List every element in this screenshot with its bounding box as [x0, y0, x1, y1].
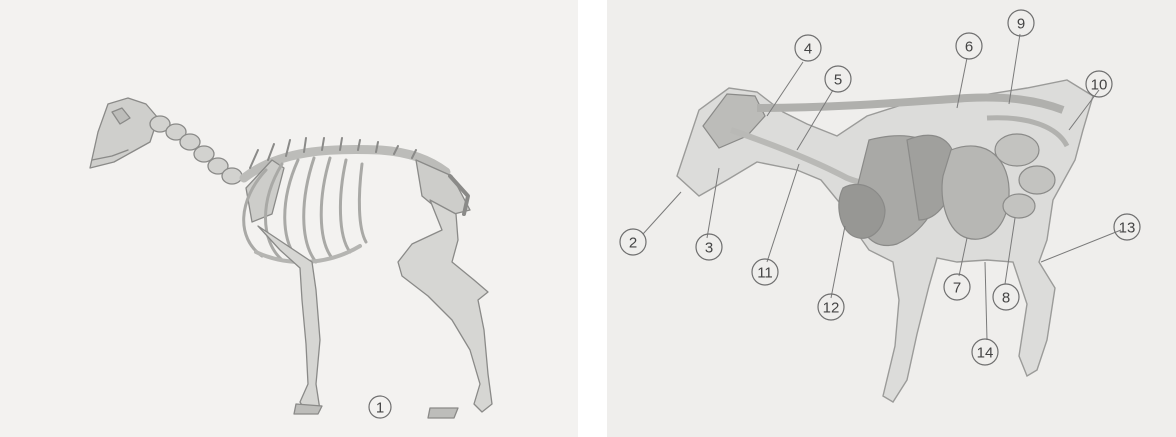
callout-label: 9 — [1017, 16, 1025, 33]
callout-label: 12 — [823, 300, 840, 317]
callout-9: 9 — [1008, 10, 1034, 36]
skeleton-panel: 1 — [0, 0, 578, 437]
callout-3: 3 — [696, 234, 722, 260]
callout-11: 11 — [752, 259, 778, 285]
callout-label: 2 — [629, 235, 637, 252]
skull — [90, 98, 158, 168]
callout-label: 4 — [804, 41, 812, 58]
callout-6: 6 — [956, 33, 982, 59]
callout-5: 5 — [825, 66, 851, 92]
callout-label: 8 — [1002, 290, 1010, 307]
callout-label: 5 — [834, 72, 842, 89]
callout-label: 11 — [757, 265, 773, 282]
callout-2: 2 — [620, 229, 646, 255]
callout-label: 1 — [376, 400, 384, 417]
callout-10: 10 — [1086, 71, 1112, 97]
hind-leg — [398, 200, 492, 412]
callout-13: 13 — [1114, 214, 1140, 240]
callout-label: 10 — [1091, 77, 1108, 94]
organs-panel: 2 3 4 5 6 7 8 9 10 11 12 13 14 — [607, 0, 1176, 437]
callout-8: 8 — [993, 284, 1019, 310]
skeleton-illustration: 1 — [0, 0, 578, 437]
callout-1: 1 — [369, 396, 391, 418]
callout-label: 6 — [965, 39, 973, 56]
callout-label: 14 — [977, 345, 994, 362]
organs-illustration: 2 3 4 5 6 7 8 9 10 11 12 13 14 — [607, 0, 1176, 437]
callout-label: 13 — [1119, 220, 1136, 237]
callout-7: 7 — [944, 274, 970, 300]
neck-vertebrae — [150, 116, 242, 184]
callout-label: 7 — [953, 280, 961, 297]
callout-4: 4 — [795, 35, 821, 61]
callout-label: 3 — [705, 240, 713, 257]
callout-14: 14 — [972, 339, 998, 365]
